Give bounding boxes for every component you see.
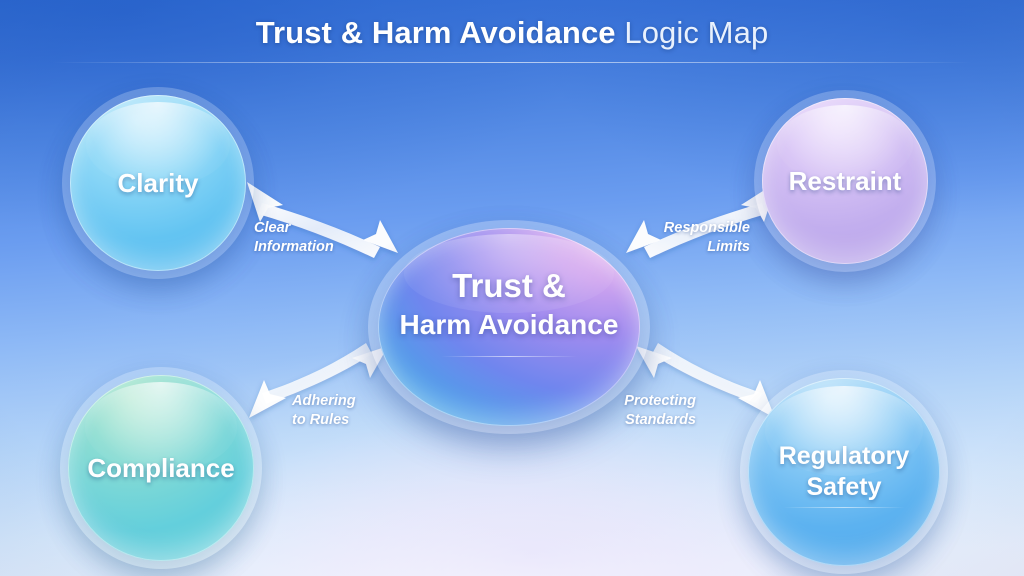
node-label-clarity: Clarity <box>117 167 199 198</box>
node-label-compliance: Compliance <box>87 452 235 483</box>
node-restraint[interactable]: Restraint <box>762 98 928 264</box>
node-center-label-line2: Harm Avoidance <box>399 309 619 340</box>
edge-label-clear-information: Clear Information <box>254 220 334 255</box>
node-center-label-line1: Trust & <box>452 267 566 304</box>
edge-label-protecting-standards: Protecting Standards <box>624 393 696 428</box>
page-title-strong: Trust & Harm Avoidance <box>255 15 616 50</box>
node-compliance[interactable]: Compliance <box>68 375 254 561</box>
page-title: Trust & Harm Avoidance Logic Map <box>0 12 1024 54</box>
node-label-regulatory-safety: Regulatory Safety <box>778 442 910 501</box>
node-accent-line-center <box>440 356 578 357</box>
page-title-light: Logic Map <box>624 15 769 50</box>
node-label-restraint: Restraint <box>788 165 902 196</box>
node-regulatory[interactable]: Regulatory Safety <box>748 378 940 566</box>
edge-label-adhering-to-rules: Adhering to Rules <box>292 393 356 428</box>
node-center-text: Trust & Harm Avoidance <box>378 266 640 344</box>
node-accent-line-regulatory <box>782 506 906 508</box>
node-clarity[interactable]: Clarity <box>70 95 246 271</box>
node-center-trust-harm-avoidance[interactable]: Trust & Harm Avoidance <box>378 228 640 426</box>
edge-label-responsible-limits: Responsible Limits <box>663 220 750 255</box>
title-divider <box>52 62 972 63</box>
